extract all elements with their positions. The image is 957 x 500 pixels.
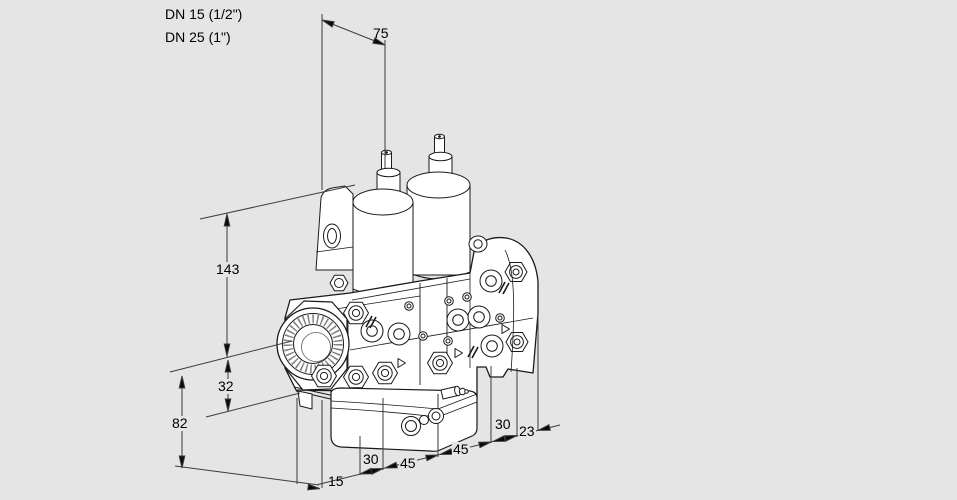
- sight-ports: [401, 408, 444, 436]
- dn15-label: DN 15 (1/2"): [165, 6, 243, 22]
- dim-chain-45-left-label: 45: [399, 455, 417, 471]
- dim-chain-30-right-label: 30: [495, 416, 511, 432]
- mounting-bracket: [315, 185, 354, 271]
- connector-stub: [440, 385, 469, 400]
- pressure-switch-box: [330, 385, 478, 452]
- solenoid-coil-2: [406, 133, 471, 280]
- dn25-label: DN 25 (1"): [165, 29, 231, 45]
- dim-chain-23-label: 23: [518, 423, 536, 439]
- dim-15-lines: [296, 398, 323, 492]
- dim-82-label: 82: [171, 415, 189, 431]
- dim-15-label: 15: [328, 473, 344, 489]
- dimension-layer: [169, 14, 561, 492]
- dim-32-label: 32: [217, 378, 235, 394]
- dim-143-lines: [199, 184, 356, 357]
- valve-assembly: [276, 133, 539, 452]
- threaded-port: [276, 307, 350, 381]
- outlet-flange: [468, 235, 529, 373]
- dim-143-label: 143: [215, 261, 241, 277]
- dim-chain-45-right-label: 45: [452, 441, 470, 457]
- solenoid-coil-1: [352, 149, 414, 297]
- dim-chain-30-left-label: 30: [363, 451, 379, 467]
- dim-75-label: 75: [373, 25, 389, 41]
- dim-75-lines: [320, 14, 387, 190]
